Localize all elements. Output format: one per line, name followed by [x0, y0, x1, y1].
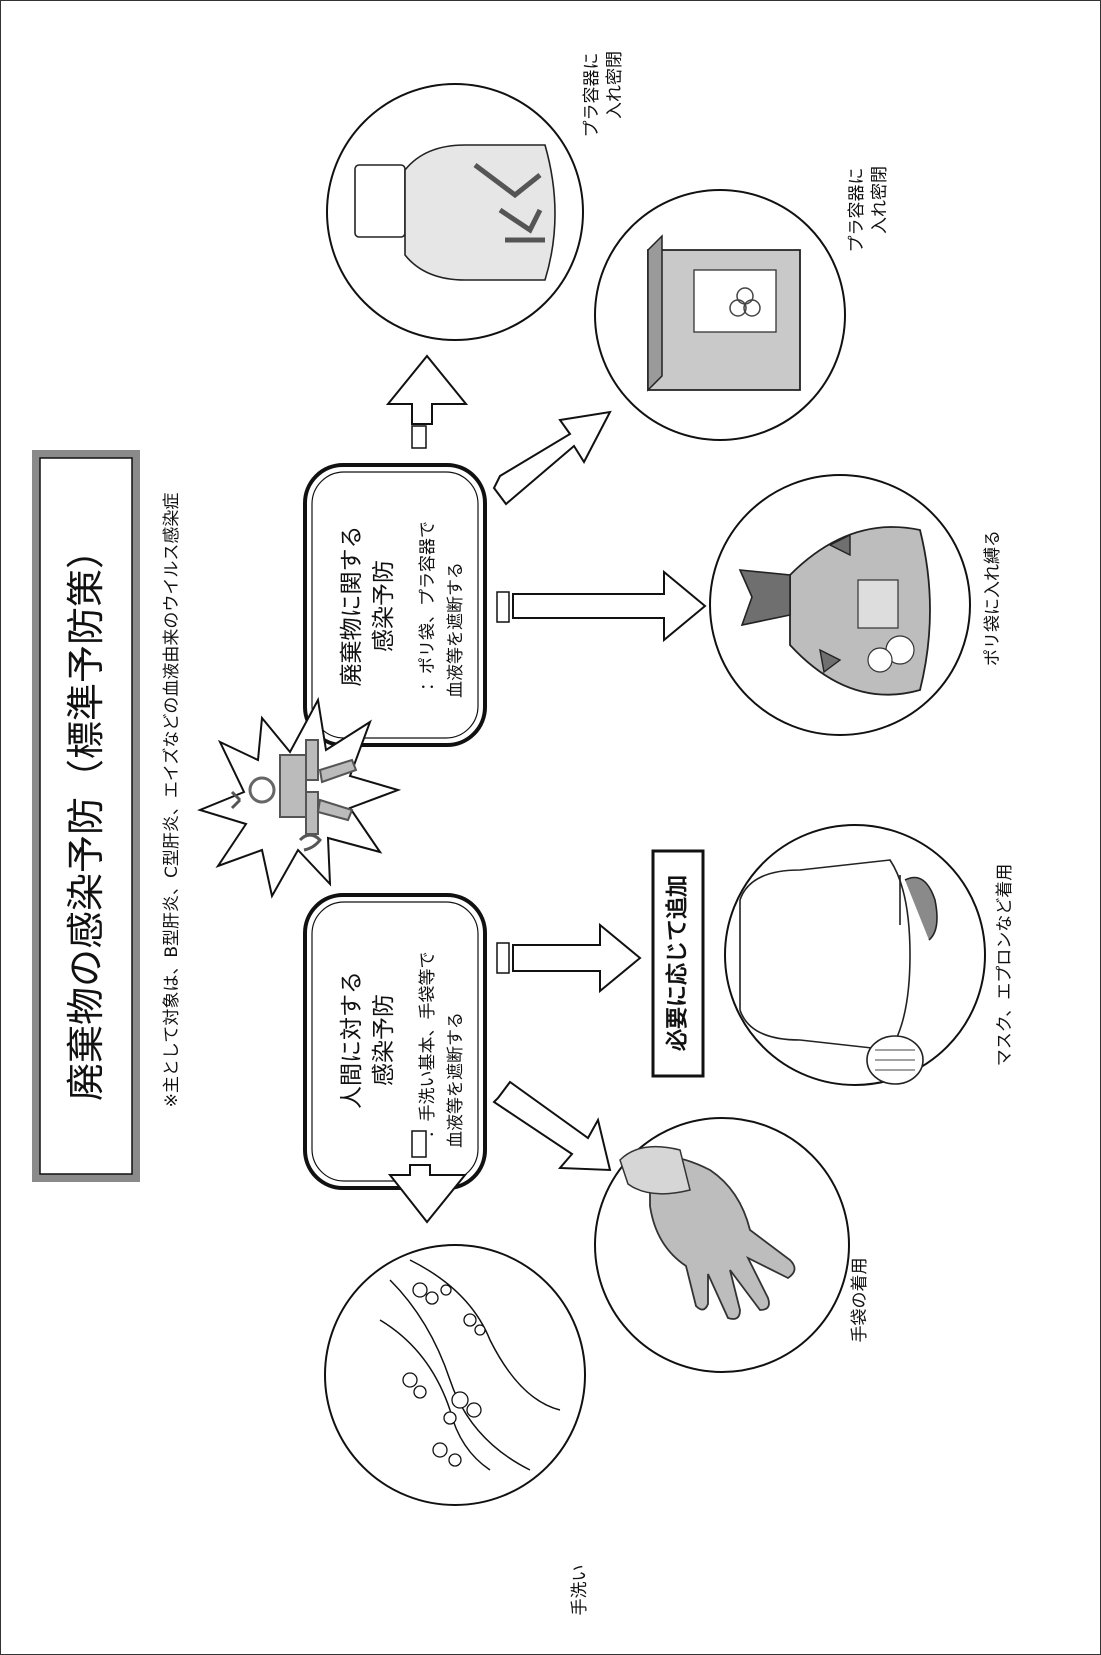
plastic-box-label-2: 入れ密閉: [870, 166, 890, 234]
handwash-label: 手洗い: [570, 1565, 590, 1616]
arrow-to-handwash: [387, 1130, 468, 1224]
poly-bag-label: ポリ袋に入れ縛る: [983, 530, 1003, 666]
additional-label-box: 必要に応じて追加: [651, 849, 705, 1078]
mask-apron-label: マスク、エプロンなど着用: [995, 864, 1015, 1066]
page-title: 廃棄物の感染予防（標準予防策）: [64, 531, 108, 1101]
human-desc-1: ：手洗い基本、手袋等で: [418, 952, 438, 1139]
plastic-box-label-1: プラ容器に: [847, 168, 867, 253]
additional-label: 必要に応じて追加: [665, 875, 691, 1051]
human-heading-2: 感染予防: [371, 994, 397, 1086]
arrow-to-gloves: [492, 1080, 612, 1172]
biohazard-icon: [729, 287, 761, 317]
plastic-box-illustration: プラ容器に 入れ密閉: [594, 166, 890, 441]
infection-starburst-icon: [197, 696, 402, 899]
plastic-bottle-label-1: プラ容器に: [582, 53, 602, 138]
handwash-illustration: 手洗い: [324, 1244, 590, 1616]
human-heading-1: 人間に対する: [339, 971, 365, 1109]
waste-prevention-box: 廃棄物に関する 感染予防 ：ポリ袋、プラ容器で 血液等を遮断する: [303, 463, 487, 747]
title-box: 廃棄物の感染予防（標準予防策）: [32, 450, 140, 1182]
arrow-to-plastic-box: [492, 410, 612, 506]
gloves-label: 手袋の着用: [850, 1258, 870, 1343]
arrow-to-plastic-bottle: [385, 354, 469, 449]
plastic-bottle-illustration: プラ容器に 入れ密閉: [326, 51, 625, 341]
mask-apron-illustration: マスク、エプロンなど着用: [724, 824, 1015, 1086]
target-note: ※主として対象は、B型肝炎、C型肝炎、エイズなどの血液由来のウイルス感染症: [162, 493, 182, 1108]
human-prevention-box: 人間に対する 感染予防 ：手洗い基本、手袋等で 血液等を遮断する: [303, 893, 487, 1190]
waste-desc-1: ：ポリ袋、プラ容器で: [418, 521, 438, 691]
poly-bag-illustration: ポリ袋に入れ縛る: [709, 474, 1003, 736]
waste-heading-1: 廃棄物に関する: [339, 526, 365, 687]
waste-desc-2: 血液等を遮断する: [446, 562, 466, 698]
gloves-illustration: 手袋の着用: [594, 1117, 870, 1373]
plastic-bottle-label-2: 入れ密閉: [605, 51, 625, 119]
human-desc-2: 血液等を遮断する: [446, 1012, 466, 1148]
arrow-to-additional: [496, 922, 642, 994]
arrow-to-poly-bag: [496, 569, 707, 643]
waste-heading-2: 感染予防: [371, 560, 397, 652]
